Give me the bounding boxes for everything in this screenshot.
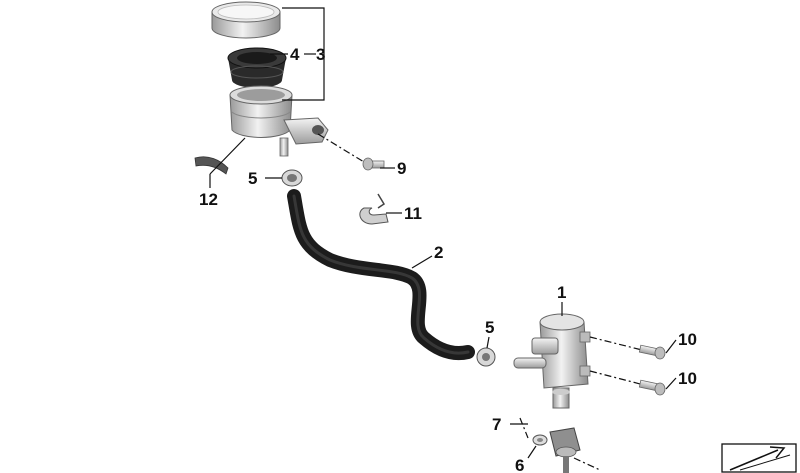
reservoir-cap — [211, 1, 281, 39]
brake-master-cylinder — [513, 313, 591, 409]
callout-1: 1 — [557, 283, 566, 302]
callout-11: 11 — [404, 204, 422, 223]
fitting-7 — [549, 427, 601, 473]
diagram-arrow-icon[interactable] — [721, 443, 797, 473]
hose-clamp-upper — [281, 169, 303, 187]
callout-10-upper: 10 — [678, 330, 697, 349]
screw-10-lower — [589, 370, 666, 396]
leader-lines — [209, 7, 677, 459]
hose-clamp-lower — [476, 347, 496, 367]
callout-9: 9 — [397, 159, 406, 178]
callout-6: 6 — [515, 456, 524, 473]
washer-6 — [532, 434, 548, 446]
rubber-diaphragm — [227, 47, 287, 88]
callout-5-lower: 5 — [485, 318, 494, 337]
callout-7: 7 — [492, 415, 501, 434]
callout-2: 2 — [434, 243, 443, 262]
callout-4: 4 — [290, 45, 300, 64]
callout-10-lower: 10 — [678, 369, 697, 388]
callout-12: 12 — [199, 190, 218, 209]
sticker-12 — [194, 156, 229, 175]
callout-3: 3 — [316, 45, 325, 64]
clip-11 — [359, 193, 389, 225]
screw-10-upper — [589, 336, 666, 360]
brake-fluid-reservoir — [229, 85, 329, 157]
screw-9 — [362, 157, 385, 171]
callout-5-upper: 5 — [248, 169, 257, 188]
